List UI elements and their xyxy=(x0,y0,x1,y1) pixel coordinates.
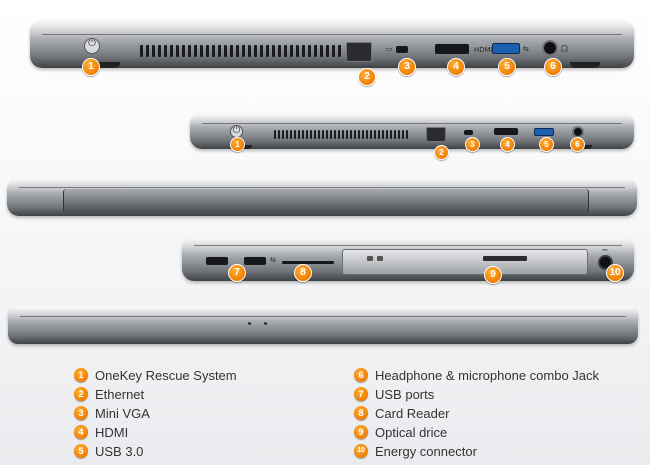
hdmi-port xyxy=(494,128,518,135)
cooling-vent xyxy=(274,130,408,139)
mini-vga-port xyxy=(396,46,408,53)
callout-3: 3 xyxy=(398,58,416,76)
legend-item: 9 Optical drice xyxy=(354,423,599,442)
legend-badge: 4 xyxy=(74,425,88,439)
callout-7: 7 xyxy=(228,264,246,282)
headphone-glyph: 🎧 xyxy=(560,45,569,53)
headphone-jack xyxy=(542,40,558,56)
lid-seam xyxy=(202,123,622,124)
lid-seam xyxy=(19,187,625,188)
status-led xyxy=(264,322,267,325)
legend-badge: 6 xyxy=(354,368,368,382)
callout-6-small: 6 xyxy=(570,137,585,152)
callout-6: 6 xyxy=(544,58,562,76)
callout-3-small: 3 xyxy=(465,137,480,152)
lid-seam xyxy=(42,34,622,35)
optical-drive-slot xyxy=(483,256,527,261)
callout-8: 8 xyxy=(294,264,312,282)
laptop-left-side-small xyxy=(190,113,634,149)
callout-5-small: 5 xyxy=(539,137,554,152)
optical-drive xyxy=(342,249,588,275)
legend-badge: 1 xyxy=(74,368,88,382)
legend-label: USB ports xyxy=(375,387,435,402)
legend-label: Ethernet xyxy=(95,387,145,402)
lid-seam xyxy=(194,245,622,246)
usb-port-1 xyxy=(206,257,228,265)
legend-left-column: 1 OneKey Rescue System 2 Ethernet 3 Mini VG… xyxy=(74,366,237,461)
callout-2-small: 2 xyxy=(434,145,449,160)
legend-item: 1 OneKey Rescue System xyxy=(74,366,237,385)
callout-5: 5 xyxy=(498,58,516,76)
legend-label: OneKey Rescue System xyxy=(95,368,237,383)
callout-1: 1 xyxy=(82,58,100,76)
laptop-left-side-large: ▭ HDMI ⇆ 🎧 xyxy=(30,20,634,68)
usb-glyph: ⇆ xyxy=(523,45,529,53)
legend-label: Card Reader xyxy=(375,406,450,421)
legend-label: Mini VGA xyxy=(95,406,150,421)
ethernet-port xyxy=(346,42,372,62)
legend-item: 5 USB 3.0 xyxy=(74,442,237,461)
legend-label: Energy connector xyxy=(375,444,477,459)
legend-right-column: 6 Headphone & microphone combo Jack 7 USB … xyxy=(354,366,599,461)
usb3-port xyxy=(492,43,520,54)
status-leds xyxy=(248,322,276,326)
rubber-foot xyxy=(570,62,600,68)
lid-seam xyxy=(20,316,626,317)
legend-badge: 7 xyxy=(354,387,368,401)
callout-4: 4 xyxy=(447,58,465,76)
mini-vga-port xyxy=(464,130,473,135)
laptop-front-view xyxy=(8,306,638,344)
hdmi-port xyxy=(435,44,469,54)
usb3-port xyxy=(534,128,554,136)
callout-4-small: 4 xyxy=(500,137,515,152)
legend-item: 3 Mini VGA xyxy=(74,404,237,423)
onekey-button xyxy=(84,38,100,54)
laptop-right-side: ⇆ ⎓ xyxy=(182,237,634,281)
legend-badge: 10 xyxy=(354,444,368,458)
status-led xyxy=(248,322,251,325)
legend-item: 2 Ethernet xyxy=(74,385,237,404)
drive-indicator xyxy=(377,256,383,261)
card-reader-slot xyxy=(282,261,334,264)
callout-9: 9 xyxy=(484,266,502,284)
legend-label: USB 3.0 xyxy=(95,444,144,459)
legend-badge: 5 xyxy=(74,444,88,458)
hinge-bar xyxy=(63,189,589,213)
callout-2: 2 xyxy=(358,68,376,86)
legend-item: 7 USB ports xyxy=(354,385,599,404)
legend-badge: 8 xyxy=(354,406,368,420)
legend-item: 4 HDMI xyxy=(74,423,237,442)
cooling-vent xyxy=(140,45,341,57)
hdmi-glyph: HDMI xyxy=(474,46,493,54)
legend-item: 6 Headphone & microphone combo Jack xyxy=(354,366,599,385)
eject-button xyxy=(367,256,373,261)
legend-badge: 2 xyxy=(74,387,88,401)
legend-label: Headphone & microphone combo Jack xyxy=(375,368,600,383)
usb-glyph: ⇆ xyxy=(270,256,276,264)
legend-badge: 9 xyxy=(354,425,368,439)
dc-glyph: ⎓ xyxy=(602,246,608,254)
legend-label: HDMI xyxy=(95,425,129,440)
usb-port-2 xyxy=(244,257,266,265)
legend-badge: 3 xyxy=(74,406,88,420)
legend-label: Optical drice xyxy=(375,425,448,440)
rubber-foot xyxy=(90,62,120,68)
laptop-back-view xyxy=(7,178,637,216)
callout-1-small: 1 xyxy=(230,137,245,152)
callout-10: 10 xyxy=(606,264,624,282)
legend-item: 10 Energy connector xyxy=(354,442,599,461)
onekey-button xyxy=(230,125,243,138)
ethernet-port xyxy=(426,127,446,142)
legend-item: 8 Card Reader xyxy=(354,404,599,423)
vga-glyph: ▭ xyxy=(386,45,393,53)
